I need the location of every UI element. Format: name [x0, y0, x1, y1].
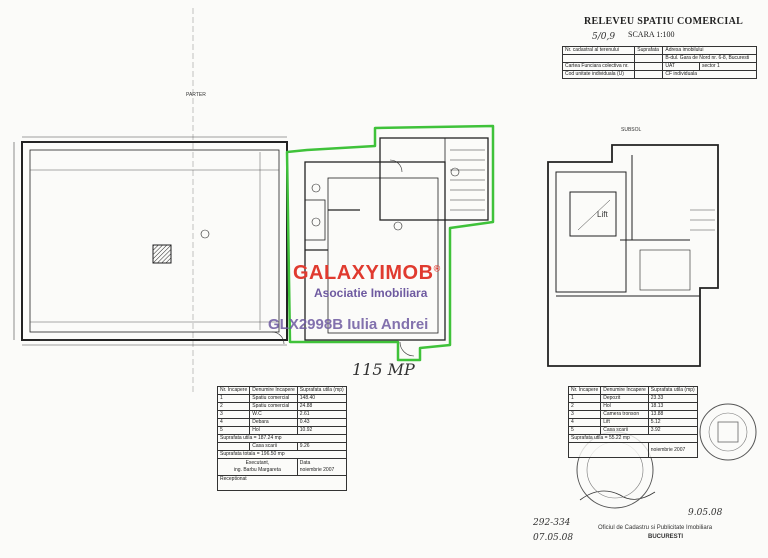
parter-label: PARTER [186, 92, 206, 98]
table-row: 2 Spatiu comercial 24.88 [216, 402, 347, 411]
table-cell: 1 [216, 394, 251, 403]
table-cell: 5 [216, 426, 251, 435]
info-cell [634, 70, 664, 79]
info-cell: Adresa imobilului [662, 46, 757, 55]
info-table: Nr. cadastral al terenului Suprafata Adr… [561, 46, 758, 79]
total-useful: Suprafata utila = 55.22 mp [568, 434, 698, 443]
office-line-1: Oficiul de Cadastru si Publicitate Imobi… [598, 525, 713, 531]
table-cell: 4 [216, 418, 251, 427]
table-cell: 2 [216, 402, 251, 411]
table-cell: Hol [600, 402, 649, 411]
info-cell: B-dul. Gara de Nord nr. 6-8, Bucuresti [662, 54, 757, 63]
watermark-subtitle: Asociatie Imobiliara [314, 286, 428, 300]
highlight-outline [285, 124, 495, 362]
table-row: 3 Camera tronson 13.88 [567, 410, 698, 419]
lift-label: Lift [597, 210, 608, 219]
executant-name: ing. Barbu Margareta [233, 467, 281, 473]
table-cell: Debara [249, 418, 298, 427]
table-cell: 18.13 [647, 402, 698, 411]
total-area: Suprafata totala = 196.50 mp [217, 450, 347, 459]
info-cell: Cod unitate individuala (U) [561, 70, 636, 79]
table-row: 4 Debara 0.43 [216, 418, 347, 427]
table-cell: Casa scarii [600, 426, 649, 435]
table-cell: 148.40 [296, 394, 347, 403]
table-cell: 2.61 [296, 410, 347, 419]
table-cell: 5.12 [647, 418, 698, 427]
receptionist: Receptionat [217, 475, 347, 491]
watermark-brand-a: GALAXY [293, 262, 380, 284]
table-cell: Depozit [600, 394, 649, 403]
table-cell: Camera tronson [600, 410, 649, 419]
table-row: 2 Hol 18.13 [567, 402, 698, 411]
scale-label: SCARA 1:100 [628, 30, 675, 39]
table-cell: Spatiu comercial [249, 394, 298, 403]
info-cell: UAT [662, 62, 700, 71]
handwritten-area: 115 MP [352, 360, 415, 379]
date-label: Data [299, 460, 311, 466]
table-header: Suprafata utila (mp) [296, 386, 347, 395]
table-row: 1 Depozit 23.33 [567, 394, 698, 403]
table-cell [216, 442, 251, 451]
table-cell: 3 [567, 410, 602, 419]
date-value: noiembrie 2007 [647, 442, 698, 458]
table-header: Nr. Incapere [567, 386, 602, 395]
date-cell: Data noiembrie 2007 [296, 458, 347, 476]
watermark-agent: GLX2998B Iulia Andrei [268, 316, 429, 333]
subsol-plan [547, 144, 719, 367]
table-row: 4 Lift 5.12 [567, 418, 698, 427]
table-header: Denumire Incapere [249, 386, 298, 395]
info-cell [634, 62, 664, 71]
table-header: Nr. Incapere [216, 386, 251, 395]
table-header: Denumire Incapere [600, 386, 649, 395]
table-cell: 0.43 [296, 418, 347, 427]
table-cell: Lift [600, 418, 649, 427]
parter-room-table: Nr. Incapere Denumire Incapere Suprafata… [216, 386, 347, 491]
table-header: Suprafata utila (mp) [647, 386, 698, 395]
table-cell: 23.33 [647, 394, 698, 403]
date-value: noiembrie 2007 [299, 467, 335, 473]
table-cell: 3.92 [647, 426, 698, 435]
table-cell: 1 [567, 394, 602, 403]
office-line-2: BUCURESTI [648, 534, 684, 540]
table-cell [568, 442, 649, 458]
table-cell: 5 [567, 426, 602, 435]
executant-cell: Executant, ing. Barbu Margareta [217, 458, 298, 476]
table-row: 3 W.C 2.61 [216, 410, 347, 419]
table-row: 5 Hol 10.92 [216, 426, 347, 435]
table-cell: W.C [249, 410, 298, 419]
watermark-brand: GALAXYIMOB® [293, 262, 441, 285]
handwritten-number: 292-334 [533, 518, 571, 528]
table-row: 5 Casa scarii 3.92 [567, 426, 698, 435]
table-cell: 3 [216, 410, 251, 419]
subsol-label: SUBSOL [621, 127, 642, 133]
total-useful: Suprafata utila = 187.24 mp [217, 434, 347, 443]
page-title: RELEVEU SPATIU COMERCIAL [584, 16, 744, 27]
info-cell: CF individuala [662, 70, 757, 79]
handwritten-date-1: 07.05.08 [533, 533, 574, 543]
table-row: 1 Spatiu comercial 148.40 [216, 394, 347, 403]
stairs-value: 9.26 [296, 442, 347, 451]
parter-hall [21, 141, 288, 341]
info-cell: Suprafata [634, 46, 664, 55]
handwritten-date-2: 9.05.08 [688, 508, 723, 518]
table-cell: 10.92 [296, 426, 347, 435]
table-cell: 13.88 [647, 410, 698, 419]
handwritten-ref: 5/0,9 [592, 32, 616, 42]
info-cell: sector 1 [698, 62, 758, 71]
table-cell: Spatiu comercial [249, 402, 298, 411]
watermark-reg: ® [433, 263, 441, 274]
watermark-brand-b: IMOB [379, 262, 434, 284]
stairs-label: Casa scarii [249, 442, 298, 451]
info-cell: Cartea Funciara colectiva nr. [561, 62, 636, 71]
table-cell: Hol [249, 426, 298, 435]
info-cell [634, 54, 664, 63]
info-cell: Nr. cadastral al terenului [561, 46, 636, 55]
table-cell: 24.88 [296, 402, 347, 411]
info-cell [561, 54, 636, 63]
subsol-room-table: Nr. Incapere Denumire Incapere Suprafata… [567, 386, 698, 458]
executant-label: Executant, [245, 460, 270, 466]
table-cell: 2 [567, 402, 602, 411]
table-cell: 4 [567, 418, 602, 427]
